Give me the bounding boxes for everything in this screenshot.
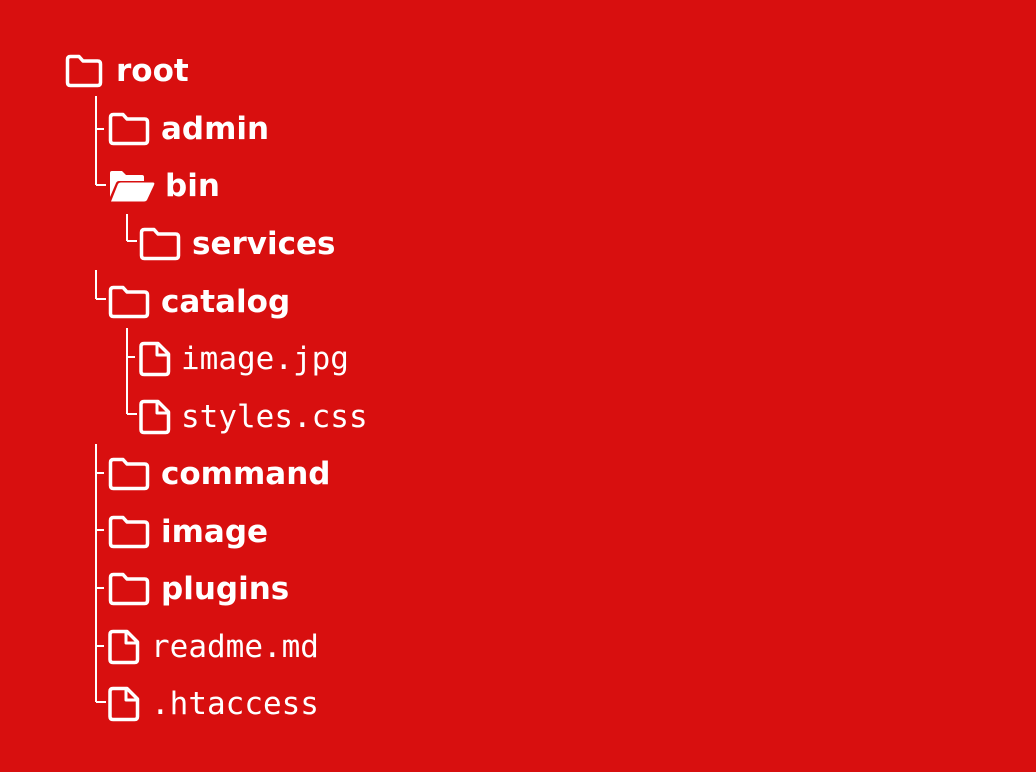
tree-node-catalog[interactable]: catalog [108,282,290,322]
file-icon [139,341,171,377]
guide-catalog [126,328,137,415]
folder-icon [65,54,103,88]
folder-icon [108,285,150,319]
tree-node-label: root [116,53,189,89]
tree-node-readme-md[interactable]: readme.md [108,627,319,667]
tree-node-label: .htaccess [151,686,319,722]
folder-icon [108,457,150,491]
file-icon [108,629,140,665]
tree-node-label: styles.css [181,399,368,435]
tree-node-label: readme.md [151,629,319,665]
tree-node-root[interactable]: root [65,51,189,91]
folder-icon [108,112,150,146]
tree-node-label: catalog [161,284,291,320]
guide-root-catalog [95,270,106,300]
tree-node-command[interactable]: command [108,454,330,494]
file-icon [139,399,171,435]
tree-node-image[interactable]: image [108,512,268,552]
tree-node-bin[interactable]: bin [108,166,220,206]
tree-node-admin[interactable]: admin [108,109,269,149]
folder-icon [108,572,150,606]
tree-node-styles-css[interactable]: styles.css [139,397,368,437]
folder-open-icon [110,171,155,202]
tree-node-image-jpg[interactable]: image.jpg [139,339,349,379]
tree-node-label: bin [165,168,220,204]
folder-icon [139,227,181,261]
file-icon [108,686,140,722]
tree-node-htaccess[interactable]: .htaccess [108,684,319,724]
guide-root-lower [95,444,106,703]
tree-node-services[interactable]: services [139,224,335,264]
tree-node-label: plugins [161,571,290,607]
guide-bin [126,214,137,242]
tree-node-label: image.jpg [181,341,349,377]
folder-icon [108,515,150,549]
tree-node-plugins[interactable]: plugins [108,569,289,609]
tree-node-label: admin [161,111,270,147]
tree-node-label: services [192,226,336,262]
guide-root-upper [95,96,106,186]
tree-node-label: command [161,456,331,492]
tree-node-label: image [161,514,269,550]
